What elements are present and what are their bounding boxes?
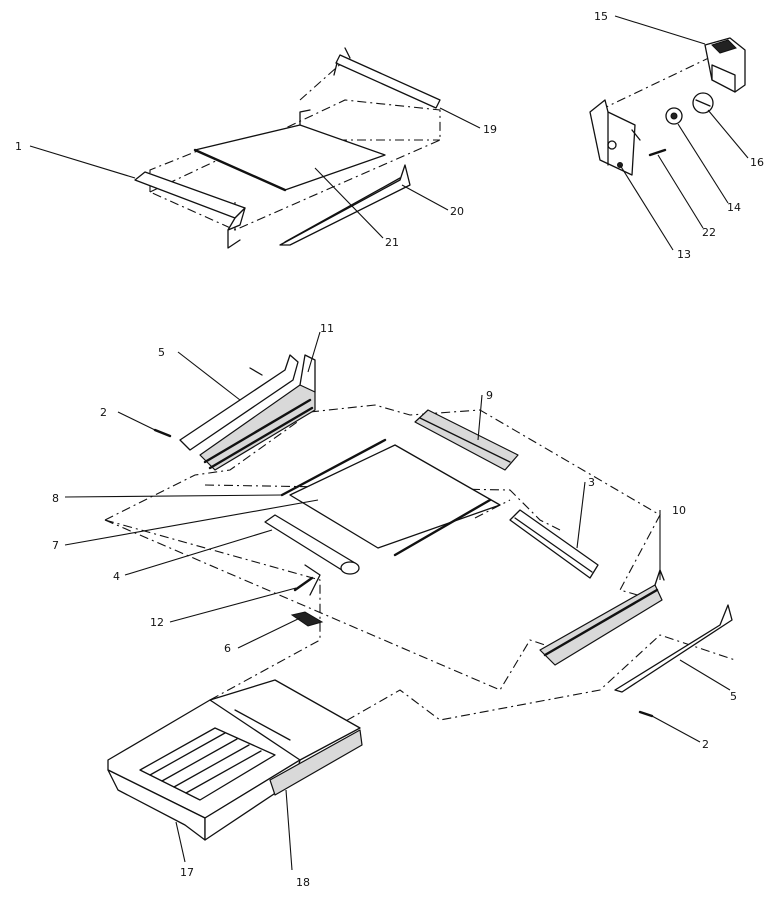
callout-1: 1 <box>15 140 22 153</box>
crisper-cover-part <box>209 679 361 761</box>
hinge-assembly <box>589 37 746 176</box>
top-shelf-assembly <box>134 47 441 249</box>
callout-13: 13 <box>677 248 691 261</box>
callout-labels: 1 19 20 21 15 16 14 22 13 11 5 2 9 3 8 1… <box>15 10 764 889</box>
callout-19: 19 <box>483 123 497 136</box>
callout-5-left: 5 <box>158 346 165 359</box>
callout-11: 11 <box>320 322 334 335</box>
clip-part <box>290 611 324 627</box>
callout-8: 8 <box>52 492 59 505</box>
callout-14: 14 <box>727 201 741 214</box>
crisper-drawer <box>107 679 363 841</box>
callout-2-left: 2 <box>100 406 107 419</box>
main-shelf-assembly <box>104 354 736 731</box>
callout-20: 20 <box>450 205 464 218</box>
callout-7: 7 <box>52 539 59 552</box>
callout-18: 18 <box>296 876 310 889</box>
right-bracket-part <box>614 604 733 693</box>
callout-9: 9 <box>486 389 493 402</box>
callout-12: 12 <box>150 616 164 629</box>
divider-part <box>509 509 599 579</box>
side-bracket-part <box>279 164 411 246</box>
callout-16: 16 <box>750 156 764 169</box>
glass-shelf-part <box>289 444 501 549</box>
callout-10: 10 <box>672 504 686 517</box>
callout-17: 17 <box>180 866 194 879</box>
glass-panel-part <box>194 124 386 191</box>
callout-21: 21 <box>385 236 399 249</box>
front-trim-part <box>134 171 246 219</box>
bracket-plate-part <box>589 99 636 176</box>
callout-6: 6 <box>224 642 231 655</box>
callout-4: 4 <box>113 570 120 583</box>
rear-trim-part <box>414 409 519 471</box>
leader-lines <box>29 15 749 871</box>
callout-5-right: 5 <box>730 690 737 703</box>
callout-2-right: 2 <box>702 738 709 751</box>
callout-3: 3 <box>588 476 595 489</box>
callout-15: 15 <box>594 10 608 23</box>
callout-22: 22 <box>702 226 716 239</box>
rear-rail-part <box>335 54 441 109</box>
left-bracket-part <box>179 354 299 451</box>
